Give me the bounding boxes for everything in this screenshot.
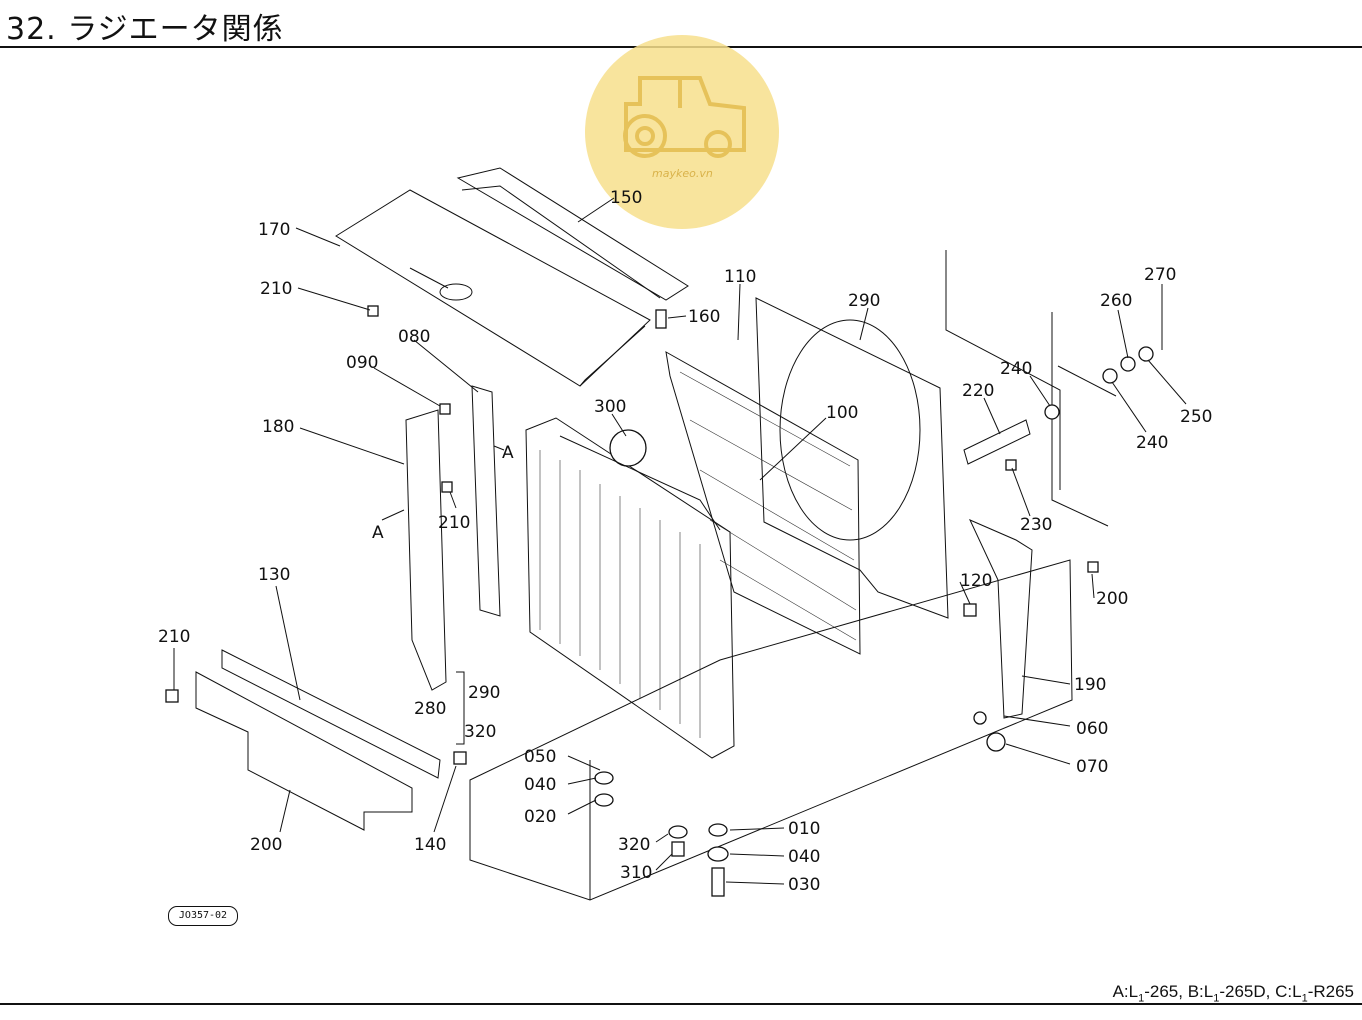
base-frame	[469, 559, 1073, 901]
part-170-top-plate	[335, 189, 651, 387]
part-290-fan-shroud	[755, 297, 949, 619]
support-frame	[945, 250, 1117, 527]
part-labels: 150 170 210 160 110 290 270 260 240 250 …	[158, 188, 1212, 895]
label-030: 030	[788, 875, 820, 895]
label-A: A	[502, 443, 514, 463]
label-110: 110	[724, 267, 756, 287]
label-260: 260	[1100, 291, 1132, 311]
label-300: 300	[594, 397, 626, 417]
label-270: 270	[1144, 265, 1176, 285]
label-130: 130	[258, 565, 290, 585]
label-320: 320	[618, 835, 650, 855]
label-320: 320	[464, 722, 496, 742]
part-080-strip	[471, 385, 501, 617]
part-190-side-panel	[968, 519, 1033, 719]
label-210: 210	[158, 627, 190, 647]
label-150: 150	[610, 188, 642, 208]
label-090: 090	[346, 353, 378, 373]
label-220: 220	[962, 381, 994, 401]
watermark-logo: maykeo.vn	[585, 35, 779, 229]
label-210: 210	[438, 513, 470, 533]
part-radiator-core	[525, 417, 735, 759]
page-title: 32. ラジエータ関係	[6, 12, 284, 47]
label-160: 160	[688, 307, 720, 327]
label-280: 280	[414, 699, 446, 719]
part-130-bracket	[221, 649, 441, 779]
label-200: 200	[1096, 589, 1128, 609]
label-100: 100	[826, 403, 858, 423]
label-060: 060	[1076, 719, 1108, 739]
label-040: 040	[788, 847, 820, 867]
model-legend: A:L1-265, B:L1-265D, C:L1-R265	[1112, 982, 1354, 1005]
label-050: 050	[524, 747, 556, 767]
label-170: 170	[258, 220, 290, 240]
label-010: 010	[788, 819, 820, 839]
label-070: 070	[1076, 757, 1108, 777]
figure-code: JO357-02	[168, 906, 238, 926]
label-230: 230	[1020, 515, 1052, 535]
part-180-side-panel	[405, 409, 447, 691]
label-200: 200	[250, 835, 282, 855]
label-A: A	[372, 523, 384, 543]
label-240: 240	[1136, 433, 1168, 453]
label-020: 020	[524, 807, 556, 827]
label-120: 120	[960, 571, 992, 591]
label-240: 240	[1000, 359, 1032, 379]
part-200-lower-panel	[195, 671, 413, 831]
leader-lines	[173, 197, 1187, 885]
label-310: 310	[620, 863, 652, 883]
label-180: 180	[262, 417, 294, 437]
bolt-160	[655, 309, 667, 329]
watermark-text: maykeo.vn	[652, 167, 713, 180]
part-150-bracket	[456, 167, 689, 301]
label-080: 080	[398, 327, 430, 347]
label-210: 210	[260, 279, 292, 299]
part-220-bracket	[963, 419, 1031, 465]
washers-and-bolts	[165, 305, 1154, 897]
label-290: 290	[468, 683, 500, 703]
footer-rule	[0, 1003, 1362, 1005]
label-040: 040	[524, 775, 556, 795]
label-190: 190	[1074, 675, 1106, 695]
label-140: 140	[414, 835, 446, 855]
label-250: 250	[1180, 407, 1212, 427]
label-290: 290	[848, 291, 880, 311]
part-100-screen	[665, 351, 861, 655]
